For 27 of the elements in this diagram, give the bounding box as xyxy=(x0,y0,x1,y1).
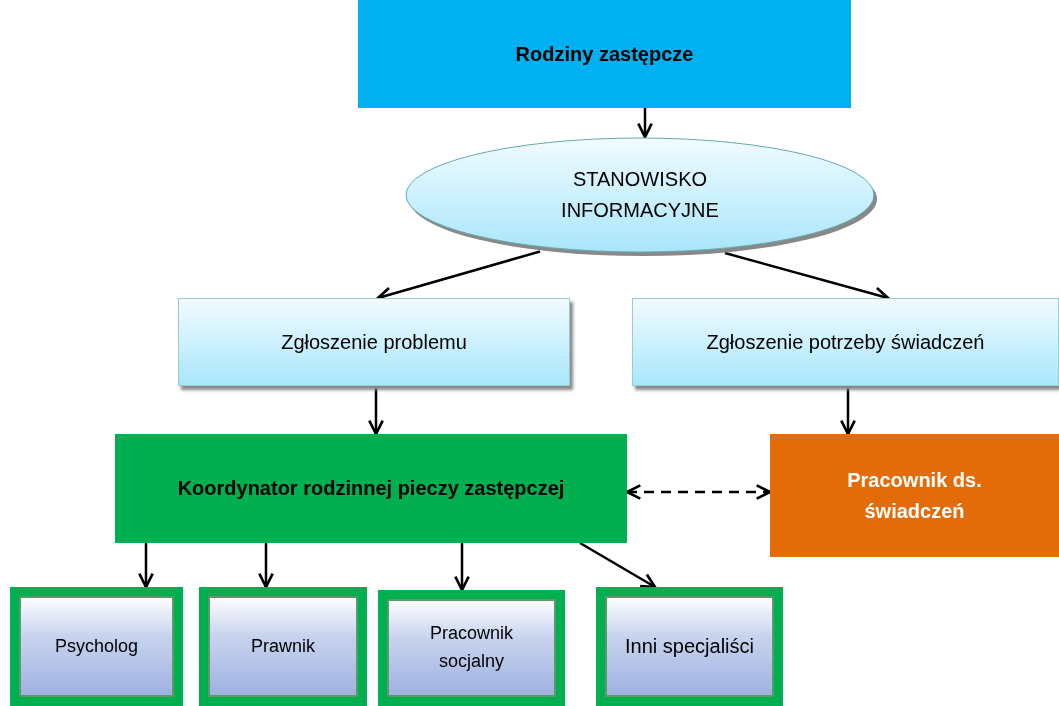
specialist-box xyxy=(199,587,367,706)
process-box xyxy=(178,298,570,386)
process-box xyxy=(770,434,1059,557)
node-label: STANOWISKO INFORMACYJNE xyxy=(560,167,720,223)
node-label: Pracownik socjalny xyxy=(429,622,514,673)
arrow xyxy=(454,543,470,592)
process-box xyxy=(115,434,627,543)
arrow xyxy=(637,108,653,139)
info-ellipse xyxy=(405,137,875,253)
node-label: Zgłoszenie problemu xyxy=(280,329,468,355)
arrow xyxy=(258,543,274,589)
arrow xyxy=(368,386,384,436)
node-label: Psycholog xyxy=(53,634,140,658)
node-label: Koordynator rodzinnej pieczy zastępczej xyxy=(176,476,566,501)
specialist-box xyxy=(10,587,183,706)
node-label: Rodziny zastępcze xyxy=(514,41,695,67)
process-box xyxy=(632,298,1059,386)
specialist-box xyxy=(378,590,565,706)
arrow xyxy=(138,543,154,589)
node-label: Prawnik xyxy=(250,634,316,658)
specialist-box xyxy=(596,587,783,706)
arrow xyxy=(579,541,657,589)
arrow xyxy=(840,386,856,436)
node-label: Inni specjaliści xyxy=(624,634,755,659)
node-label: Zgłoszenie potrzeby świadczeń xyxy=(705,329,986,355)
node-label: Pracownik ds. świadczeń xyxy=(846,467,983,524)
process-box xyxy=(358,0,851,108)
